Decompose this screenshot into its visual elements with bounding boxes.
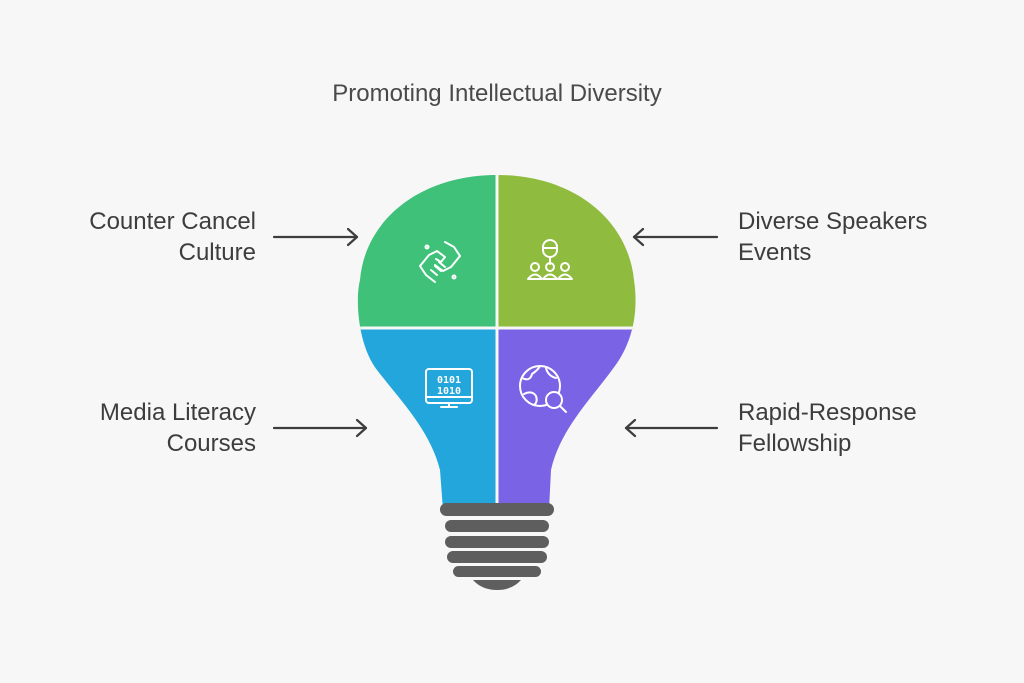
quadrant-top-right xyxy=(497,175,636,328)
label-media-literacy-courses: Media Literacy Courses xyxy=(40,397,256,459)
base-ring xyxy=(447,551,547,563)
label-line: Media Literacy xyxy=(99,399,256,426)
label-line: Courses xyxy=(166,430,256,457)
base-ring xyxy=(445,536,549,548)
binary-text: 1010 xyxy=(437,386,461,397)
arrow-diverse-speakers-events xyxy=(632,227,719,247)
quadrant-bottom-left xyxy=(357,328,497,510)
label-rapid-response-fellowship: Rapid-Response Fellowship xyxy=(738,397,978,459)
bulb-glass xyxy=(357,175,636,510)
arrow-counter-cancel-culture xyxy=(272,227,359,247)
label-line: Rapid-Response xyxy=(738,399,917,426)
base-ring xyxy=(445,520,549,532)
base-tip xyxy=(473,580,521,590)
label-line: Fellowship xyxy=(738,430,852,457)
label-line: Culture xyxy=(178,239,256,266)
label-line: Events xyxy=(738,239,812,266)
diagram-title: Promoting Intellectual Diversity xyxy=(332,80,662,107)
base-ring xyxy=(453,566,541,577)
arrow-rapid-response-fellowship xyxy=(624,418,719,438)
handshake-icon xyxy=(419,241,461,283)
label-counter-cancel-culture: Counter Cancel Culture xyxy=(40,206,256,268)
base-ring xyxy=(440,503,554,516)
speaker-audience-icon xyxy=(527,239,573,280)
arrow-media-literacy-courses xyxy=(272,418,368,438)
binary-text: 0101 xyxy=(437,375,461,386)
bulb-base xyxy=(440,503,554,590)
globe-search-icon xyxy=(519,365,567,413)
label-line: Counter Cancel xyxy=(89,208,256,235)
binary-monitor-icon xyxy=(425,368,473,408)
label-line: Diverse Speakers xyxy=(738,208,928,235)
label-diverse-speakers-events: Diverse Speakers Events xyxy=(738,206,978,268)
quadrant-top-left xyxy=(357,175,497,328)
